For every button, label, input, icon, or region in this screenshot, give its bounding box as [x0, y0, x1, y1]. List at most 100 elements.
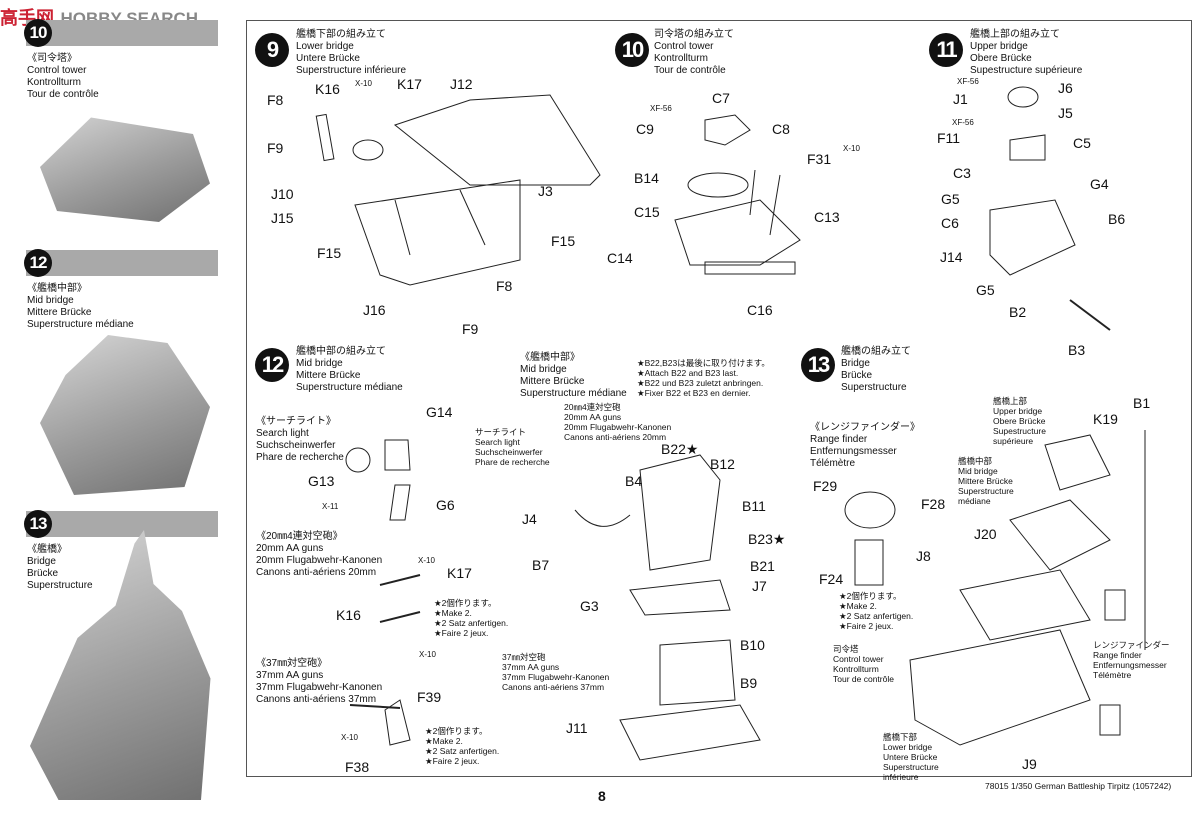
page-number: 8 — [598, 788, 606, 804]
part-label: B2 — [1009, 304, 1027, 320]
part-label: B9 — [740, 675, 758, 691]
paint-label: XF-56 — [957, 77, 979, 86]
part-label: B6 — [1108, 211, 1126, 227]
sidebar-section-12-text: 《艦橋中部》 Mid bridge Mittere Brücke Superst… — [27, 283, 134, 330]
control-tower-drawing — [959, 569, 1091, 641]
part-label: C15 — [634, 204, 660, 220]
part-label: F9 — [267, 140, 284, 156]
paint-label: X-10 — [341, 733, 358, 742]
part-b12-drawing — [639, 454, 721, 571]
part-label: J12 — [450, 76, 473, 92]
part-label: J15 — [271, 210, 294, 226]
part-label: B1 — [1133, 395, 1151, 411]
upper-bridge-drawing — [1044, 434, 1111, 491]
part-label: K16 — [336, 607, 361, 623]
part-label: C3 — [953, 165, 971, 181]
part-label: C5 — [1073, 135, 1091, 151]
part-label: K17 — [447, 565, 472, 581]
step-12-title: 艦橋中部の組み立て Mid bridge Mittere Brücke Supe… — [296, 346, 403, 393]
part-label: F31 — [807, 151, 832, 167]
step-9-badge: 9 — [255, 33, 289, 67]
part-label: J14 — [940, 249, 963, 265]
part-label: C7 — [712, 90, 730, 106]
part-label: F24 — [819, 571, 844, 587]
part-label: F39 — [417, 689, 442, 705]
step-11-badge: 11 — [929, 33, 963, 67]
part-label: B12 — [710, 456, 735, 472]
part-f28-drawing — [844, 491, 896, 529]
part-label: G6 — [436, 497, 455, 513]
part-label: C16 — [747, 302, 773, 318]
sidebar-step-badge-12: 12 — [24, 249, 52, 277]
sidebar-header-13 — [26, 511, 218, 537]
aa37-callout: 37㎜対空砲 37mm AA guns 37mm Flugabwehr-Kano… — [502, 652, 610, 692]
paint-label: X-10 — [418, 556, 435, 565]
part-b14-drawing — [687, 172, 749, 198]
part-label: J10 — [271, 186, 294, 202]
part-label: J8 — [916, 548, 931, 564]
part-label: J7 — [752, 578, 767, 594]
part-label: J16 — [363, 302, 386, 318]
part-label: F29 — [813, 478, 838, 494]
aa37-note: ★2個作ります。 ★Make 2. ★2 Satz anfertigen. ★F… — [425, 726, 500, 766]
step-13-title: 艦橋の組み立て Bridge Brücke Superstructure — [841, 346, 911, 393]
part-label: J3 — [538, 183, 553, 199]
part-f24-drawing — [854, 539, 884, 586]
part-label: J11 — [566, 720, 588, 736]
paint-label: X-11 — [322, 502, 339, 511]
sidebar-section-13-text: 《艦橋》 Bridge Brücke Superstructure — [27, 544, 93, 591]
part-f8-drawing — [315, 113, 335, 162]
part-c13-drawing — [674, 199, 801, 266]
part-label: B10 — [740, 637, 765, 653]
main-frame — [246, 20, 1192, 777]
part-label: B22★ — [661, 441, 699, 457]
part-label: B4 — [625, 473, 643, 489]
part-label: G14 — [426, 404, 453, 420]
mid-bridge-callout: 艦橋中部 Mid bridge Mittere Brücke Superstru… — [958, 456, 1014, 506]
midbridge-section: 《艦橋中部》 Mid bridge Mittere Brücke Superst… — [520, 352, 627, 399]
searchlight-callout: サーチライト Search light Suchscheinwerfer Pha… — [475, 427, 550, 467]
paint-label: X-10 — [843, 144, 860, 153]
part-c16-drawing — [704, 261, 796, 275]
part-j7-drawing — [629, 579, 731, 616]
part-label: B7 — [532, 557, 550, 573]
part-label: G5 — [976, 282, 995, 298]
part-b10-drawing — [659, 639, 736, 706]
part-label: J20 — [974, 526, 997, 542]
part-label: B3 — [1068, 342, 1086, 358]
part-label: C8 — [772, 121, 790, 137]
part-label: G5 — [941, 191, 960, 207]
part-g13-drawing — [345, 447, 371, 473]
rangefinder-right-bottom-drawing — [1099, 704, 1121, 736]
part-j6-drawing — [1007, 86, 1039, 108]
part-g14-drawing — [384, 439, 411, 471]
part-j12-drawing — [393, 94, 601, 186]
part-label: B11 — [742, 498, 766, 514]
part-j16-drawing — [354, 179, 521, 286]
part-label: J4 — [522, 511, 537, 527]
rangefinder-callout: レンジファインダー Range finder Entfernungsmesser… — [1093, 640, 1170, 680]
sidebar-step-badge-13: 13 — [24, 510, 52, 538]
part-label: G4 — [1090, 176, 1109, 192]
lower-bridge-callout: 艦橋下部 Lower bridge Untere Brücke Superstr… — [883, 732, 939, 782]
sidebar-section-10-text: 《司令塔》 Control tower Kontrollturm Tour de… — [27, 53, 99, 100]
part-label: C13 — [814, 209, 840, 225]
step-10-badge: 10 — [615, 33, 649, 67]
sidebar-header-12 — [26, 250, 218, 276]
part-label: C14 — [607, 250, 633, 266]
step-12-badge: 12 — [255, 348, 289, 382]
part-label: B14 — [634, 170, 659, 186]
aa20-callout: 20㎜4連対空砲 20mm AA guns 20mm Flugabwehr-Ka… — [564, 402, 672, 442]
part-label: F38 — [345, 759, 370, 775]
mid-bridge-drawing — [1009, 499, 1111, 571]
midbridge-note: ★B22,B23は最後に取り付けます。 ★Attach B22 and B23 … — [637, 358, 770, 398]
sidebar-header-10 — [26, 20, 218, 46]
paint-label: XF-56 — [952, 118, 974, 127]
aa20-section: 《20㎜4連対空砲》 20mm AA guns 20mm Flugabwehr-… — [256, 531, 383, 578]
part-label: B23★ — [748, 531, 786, 547]
part-f38-drawing — [384, 699, 411, 746]
part-label: J1 — [953, 91, 968, 107]
part-label: C6 — [941, 215, 959, 231]
part-label: K16 — [315, 81, 340, 97]
